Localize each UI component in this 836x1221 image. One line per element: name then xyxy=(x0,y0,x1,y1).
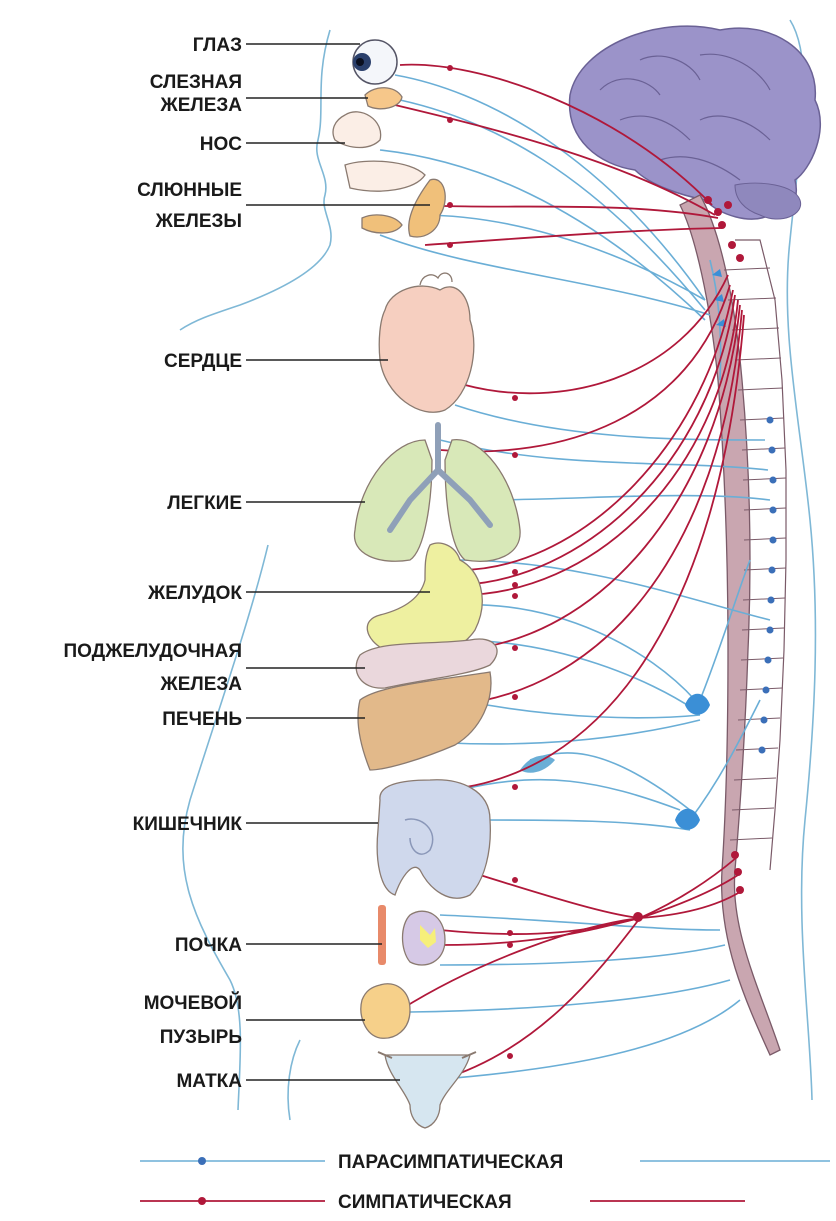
legend: ПАРАСИМПАТИЧЕСКАЯ СИМПАТИЧЕСКАЯ xyxy=(140,1152,830,1213)
label-lacrimal-gland-line2: ЖЕЛЕЗА xyxy=(160,95,243,116)
kidney xyxy=(378,905,445,965)
legend-sympathetic: СИМПАТИЧЕСКАЯ xyxy=(140,1192,745,1213)
label-heart: СЕРДЦЕ xyxy=(164,351,242,372)
intestine xyxy=(377,780,490,898)
nose xyxy=(333,112,381,148)
salivary-glands xyxy=(345,161,445,237)
legend-parasympathetic-label: ПАРАСИМПАТИЧЕСКАЯ xyxy=(338,1152,563,1173)
heart xyxy=(379,273,474,412)
label-leaders xyxy=(246,44,430,1080)
label-kidney: ПОЧКА xyxy=(175,935,242,956)
bladder xyxy=(361,984,410,1039)
label-intestine: КИШЕЧНИК xyxy=(133,814,243,835)
label-salivary-glands-line1: СЛЮННЫЕ xyxy=(137,180,242,201)
lungs xyxy=(354,425,520,561)
label-bladder-line1: МОЧЕВОЙ xyxy=(144,992,242,1014)
label-bladder-line2: ПУЗЫРЬ xyxy=(160,1027,242,1048)
label-pancreas-line2: ЖЕЛЕЗА xyxy=(160,674,243,695)
eye xyxy=(353,40,397,84)
label-eye: ГЛАЗ xyxy=(193,35,242,56)
legend-parasympathetic: ПАРАСИМПАТИЧЕСКАЯ xyxy=(140,1152,830,1173)
brain xyxy=(570,26,821,219)
label-liver: ПЕЧЕНЬ xyxy=(162,709,242,730)
label-lacrimal-gland-line1: СЛЕЗНАЯ xyxy=(150,72,242,93)
uterus xyxy=(378,1052,476,1128)
legend-sympathetic-label: СИМПАТИЧЕСКАЯ xyxy=(338,1192,512,1213)
label-uterus: МАТКА xyxy=(176,1071,242,1092)
label-stomach: ЖЕЛУДОК xyxy=(147,583,242,604)
label-nose: НОС xyxy=(200,134,243,155)
label-salivary-glands-line2: ЖЕЛЕЗЫ xyxy=(155,211,242,232)
label-pancreas-line1: ПОДЖЕЛУДОЧНАЯ xyxy=(63,641,242,662)
organ-labels: ГЛАЗ СЛЕЗНАЯ ЖЕЛЕЗА НОС СЛЮННЫЕ ЖЕЛЕЗЫ С… xyxy=(63,35,242,1092)
label-lungs: ЛЕГКИЕ xyxy=(167,493,242,514)
